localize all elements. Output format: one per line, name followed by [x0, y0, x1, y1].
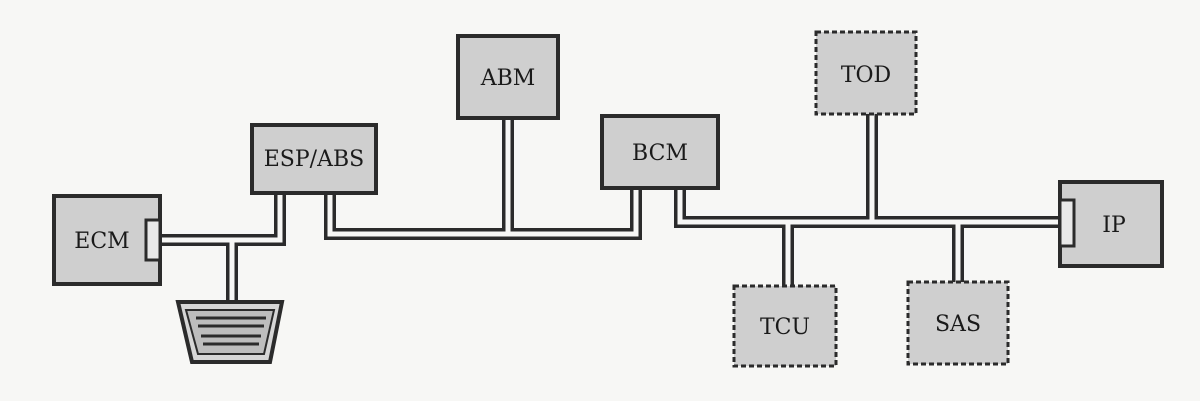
- tod-label: TOD: [841, 63, 891, 88]
- node-ip: IP: [1058, 180, 1164, 268]
- ip-label: IP: [1102, 213, 1126, 238]
- ip-connector: [1058, 198, 1076, 248]
- abm-box: [456, 34, 560, 120]
- diagnostic-connector-icon: [175, 300, 285, 364]
- sas-label: SAS: [935, 312, 981, 337]
- bus-wires: [160, 114, 1064, 300]
- esp-abs-label: ESP/ABS: [264, 147, 364, 172]
- bcm-box: [600, 114, 720, 190]
- tcu-label: TCU: [760, 315, 810, 340]
- ecm-label: ECM: [74, 229, 129, 254]
- node-sas: SAS: [906, 280, 1010, 366]
- node-bcm: BCM: [600, 114, 720, 190]
- node-ecm: ECM: [52, 194, 162, 286]
- tcu-box: [732, 284, 838, 368]
- tod-box: [814, 30, 918, 116]
- ecm-box: [52, 194, 162, 286]
- node-abm: ABM: [456, 34, 560, 120]
- node-tod: TOD: [814, 30, 918, 116]
- node-tcu: TCU: [732, 284, 838, 368]
- sas-box: [906, 280, 1010, 366]
- ecm-connector: [144, 218, 162, 262]
- node-esp-abs: ESP/ABS: [250, 123, 378, 195]
- esp-abs-box: [250, 123, 378, 195]
- abm-label: ABM: [480, 66, 536, 91]
- bcm-label: BCM: [632, 141, 688, 166]
